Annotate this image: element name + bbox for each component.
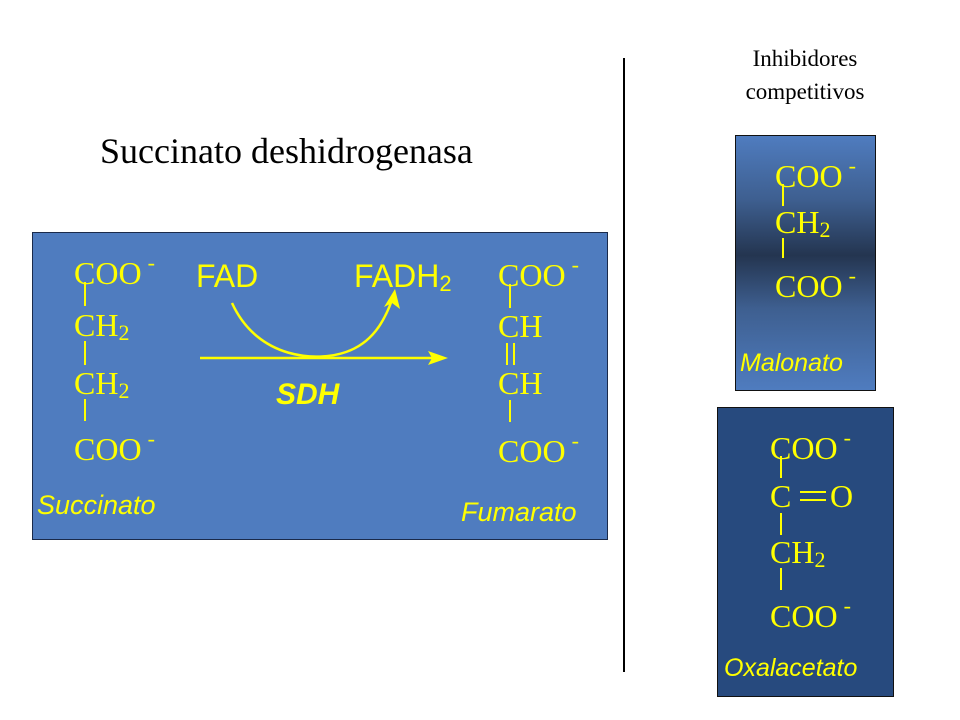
- malonato-group-1: COO-: [775, 153, 856, 194]
- inhibitors-heading: Inhibidores competitivos: [700, 42, 910, 108]
- oxalacetato-panel: [717, 407, 894, 697]
- oxalacetato-oxygen: O: [830, 478, 854, 514]
- malonato-panel: [735, 135, 876, 391]
- succinato-bond-2: [84, 341, 86, 365]
- fumarato-group-4: COO-: [498, 428, 579, 469]
- malonato-bond-1: [782, 184, 784, 206]
- succinato-group-4: COO-: [74, 426, 155, 467]
- inhibitors-heading-line1: Inhibidores: [752, 46, 858, 71]
- succinato-label: Succinato: [37, 490, 156, 520]
- fumarato-group-2: CH: [498, 308, 543, 344]
- fumarato-bond-1: [509, 284, 511, 308]
- main-reaction-arrow: [200, 351, 448, 365]
- oxalacetato-group-1: COO-: [770, 425, 851, 466]
- oxalacetato-double-bond-a: [800, 491, 826, 493]
- fumarato-bond-3: [509, 400, 511, 422]
- malonato-group-3: COO-: [775, 263, 856, 304]
- oxalacetato-label: Oxalacetato: [724, 654, 858, 682]
- succinato-bond-1: [84, 282, 86, 306]
- succinato-bond-3: [84, 399, 86, 421]
- fumarato-double-bond-b: [513, 343, 515, 365]
- oxalacetato-group-2: C: [770, 478, 792, 514]
- malonato-group-2: CH2: [775, 204, 831, 242]
- malonato-bond-2: [782, 238, 784, 258]
- fumarato-group-3: CH: [498, 365, 543, 401]
- oxalacetato-bond-1: [780, 456, 782, 478]
- inhibitors-heading-line2: competitivos: [745, 79, 865, 104]
- sdh-enzyme-label: SDH: [276, 378, 340, 411]
- reaction-panel: [32, 232, 608, 540]
- vertical-divider: [623, 58, 625, 672]
- fadh2-label: FADH2: [354, 258, 452, 296]
- fad-label: FAD: [196, 258, 259, 294]
- fumarato-double-bond-a: [506, 343, 508, 365]
- oxalacetato-double-bond-b: [800, 499, 826, 501]
- oxalacetato-group-4: COO-: [770, 593, 851, 634]
- cofactor-curved-arrow: [230, 289, 400, 358]
- succinato-group-3: CH2: [74, 365, 130, 403]
- fumarato-label: Fumarato: [461, 497, 577, 527]
- oxalacetato-bond-3: [780, 568, 782, 590]
- page-title: Succinato deshidrogenasa: [100, 131, 473, 171]
- succinato-group-2: CH2: [74, 307, 130, 345]
- malonato-label: Malonato: [740, 349, 843, 377]
- oxalacetato-group-3: CH2: [770, 534, 826, 572]
- oxalacetato-bond-2: [780, 513, 782, 535]
